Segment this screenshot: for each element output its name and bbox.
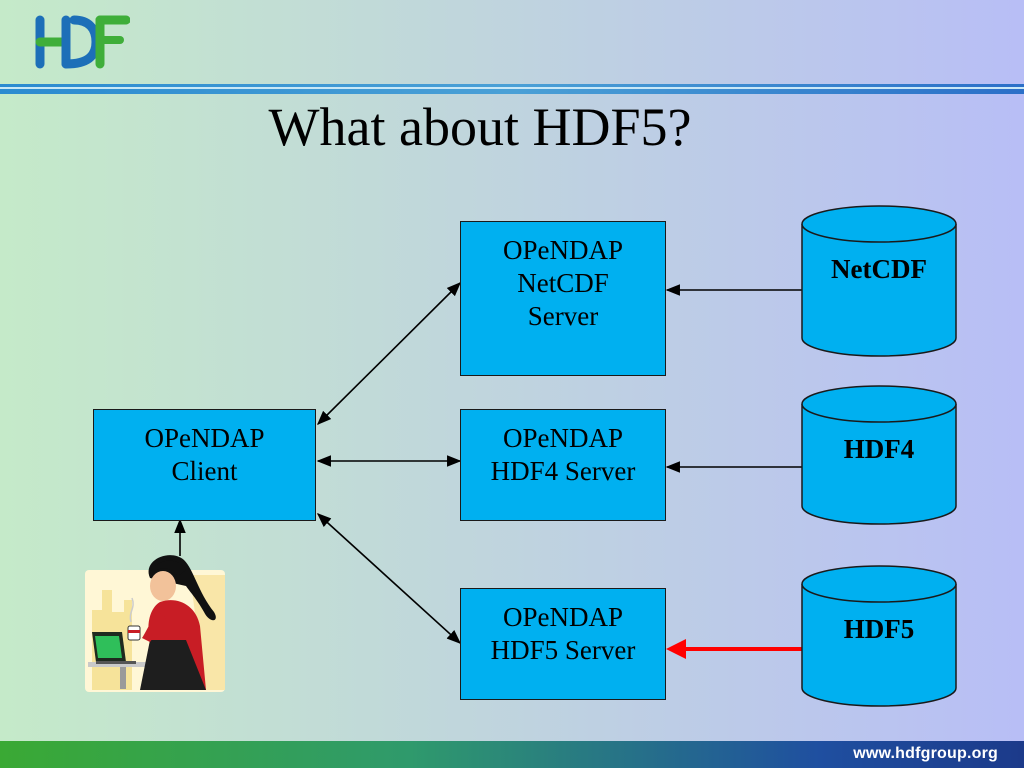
hdf5-server-line-1: OPeNDAP xyxy=(502,602,623,632)
connector-client-netcdf xyxy=(316,281,462,426)
database-label-hdf4: HDF4 xyxy=(844,434,915,464)
hdf4-server-line-2: HDF4 Server xyxy=(490,456,636,486)
database-netcdf: NetCDF xyxy=(801,205,957,357)
netcdf-server-line-2: NetCDF xyxy=(517,268,609,298)
hdf-logo xyxy=(35,15,130,69)
header-band xyxy=(0,84,1024,94)
client-label-line-2: Client xyxy=(171,456,238,486)
netcdf-server-line-3: Server xyxy=(527,301,599,331)
netcdf-server-line-1: OPeNDAP xyxy=(502,235,623,265)
hdf4-server-line-1: OPeNDAP xyxy=(502,423,623,453)
database-label-netcdf: NetCDF xyxy=(831,254,927,284)
user-illustration xyxy=(85,555,225,692)
opendap-netcdf-server-box: OPeNDAP NetCDF Server xyxy=(460,221,666,376)
opendap-hdf4-server-box: OPeNDAP HDF4 Server xyxy=(460,409,666,521)
footer-url: www.hdfgroup.org xyxy=(853,745,998,762)
connector-client-hdf5 xyxy=(316,513,462,644)
database-hdf5: HDF5 xyxy=(801,565,957,707)
slide-title: What about HDF5? xyxy=(268,97,692,157)
footer-band xyxy=(0,741,1024,768)
hdf5-server-line-2: HDF5 Server xyxy=(490,635,636,665)
database-label-hdf5: HDF5 xyxy=(844,614,915,644)
database-hdf4: HDF4 xyxy=(801,385,957,525)
opendap-hdf5-server-box: OPeNDAP HDF5 Server xyxy=(460,588,666,700)
client-label-line-1: OPeNDAP xyxy=(144,423,265,453)
opendap-client-box: OPeNDAP Client xyxy=(93,409,316,521)
